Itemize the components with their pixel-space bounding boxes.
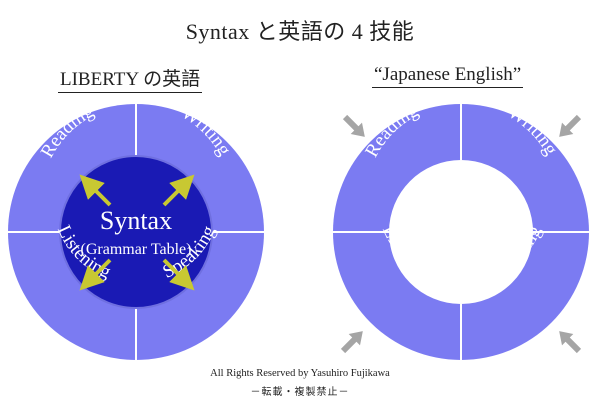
gray-arrow-bottom-right xyxy=(559,331,582,354)
gray-arrow-top-right xyxy=(559,114,582,137)
gray-arrow-top-left xyxy=(342,114,365,137)
right-ring xyxy=(333,104,589,360)
reproduction-notice: －転載・複製禁止－ xyxy=(250,387,350,398)
syntax-label: Syntax xyxy=(100,206,172,235)
left-diagram-heading: LIBERTY の英語 xyxy=(58,64,203,93)
arrow-to-speaking xyxy=(162,258,195,291)
arrow-to-writing xyxy=(162,174,195,207)
right-diagram-heading: “Japanese English” xyxy=(372,64,524,88)
copyright-line: All Rights Reserved by Yasuhiro Fujikawa xyxy=(210,368,390,379)
right-empty-core xyxy=(389,160,533,304)
arrow-to-reading xyxy=(79,174,112,207)
grammar-table-label: (Grammar Table) xyxy=(81,241,192,258)
gray-arrow-bottom-left xyxy=(340,331,363,354)
page-title: Syntax と英語の 4 技能 xyxy=(185,19,415,44)
right-gray-arrows xyxy=(340,114,582,354)
left-yellow-arrows xyxy=(79,174,195,291)
arrow-to-listening xyxy=(79,258,112,291)
